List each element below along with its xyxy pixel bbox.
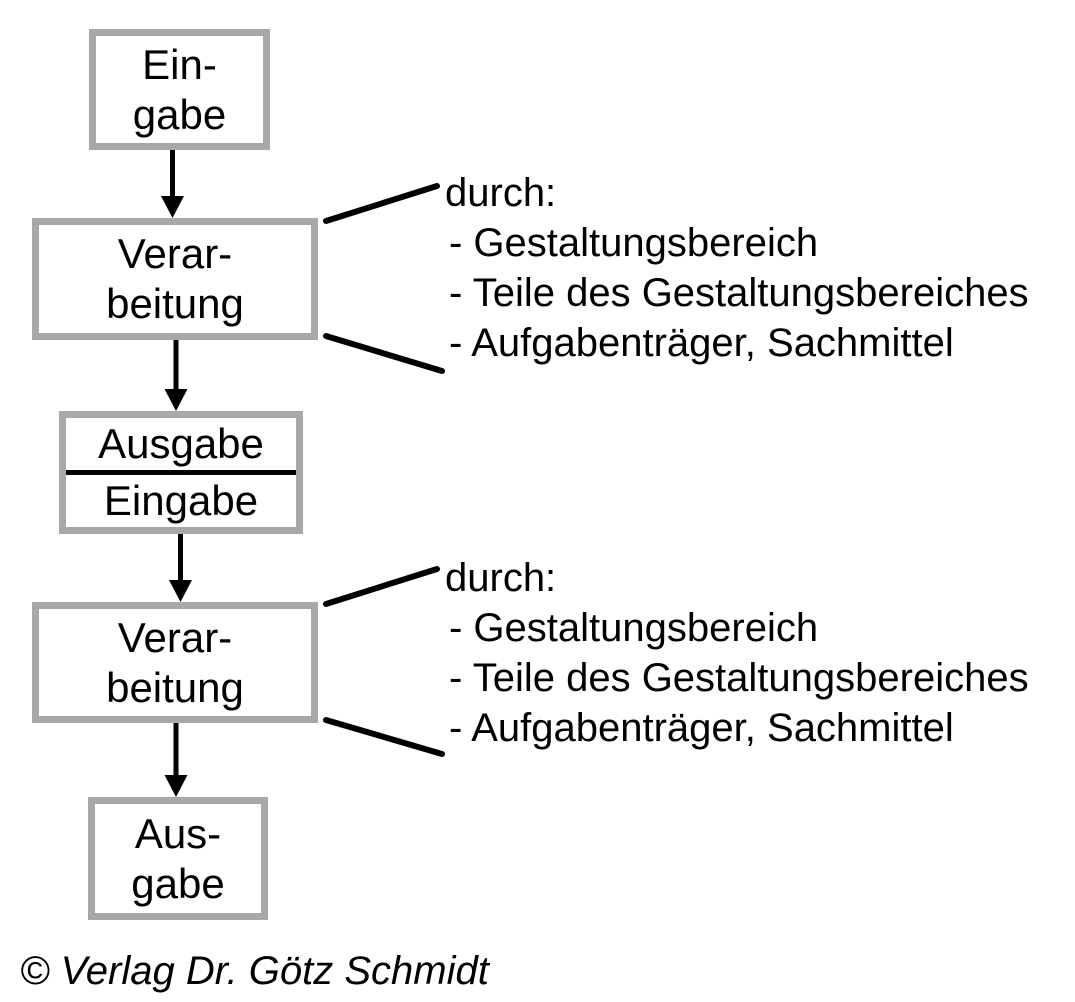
annotation-1-title: durch: bbox=[445, 171, 557, 215]
annotation-durch-2: durch: - Gestaltungsbereich - Teile des … bbox=[445, 553, 1029, 753]
arrow-down-4 bbox=[164, 723, 188, 797]
annotation-1-item: - Gestaltungsbereich bbox=[449, 221, 819, 265]
box-ausgabe-eingabe-top: Ausgabe bbox=[98, 420, 264, 467]
box-verarbeitung-2-label: Verar- beitung bbox=[106, 613, 244, 711]
copyright-text: © Verlag Dr. Götz Schmidt bbox=[20, 949, 489, 993]
annotation-1-item: - Teile des Gestaltungsbereiches bbox=[449, 271, 1029, 315]
box-ausgabe-eingabe-bottom: Eingabe bbox=[103, 477, 259, 524]
arrow-down-1 bbox=[161, 150, 184, 218]
connector-line-1-top bbox=[323, 183, 440, 224]
box-ausgabe: Aus- gabe bbox=[88, 797, 268, 920]
connector-line-2-top bbox=[323, 566, 440, 607]
annotation-2-title: durch: bbox=[445, 556, 557, 600]
connector-line-2-bottom bbox=[323, 717, 445, 757]
box-eingabe-label: Ein- gabe bbox=[132, 40, 227, 138]
arrow-down-3 bbox=[169, 534, 192, 602]
connector-line-1-bottom bbox=[323, 333, 445, 374]
arrow-down-2 bbox=[164, 340, 188, 411]
annotation-2-item: - Teile des Gestaltungsbereiches bbox=[449, 656, 1029, 700]
box-verarbeitung-1-label: Verar- beitung bbox=[106, 230, 244, 327]
box-ausgabe-eingabe: Ausgabe Eingabe bbox=[59, 411, 303, 534]
annotation-durch-1: durch: - Gestaltungsbereich - Teile des … bbox=[445, 168, 1029, 368]
box-eingabe: Ein- gabe bbox=[89, 29, 270, 150]
annotation-1-item: - Aufgabenträger, Sachmittel bbox=[449, 321, 954, 365]
annotation-2-item: - Aufgabenträger, Sachmittel bbox=[449, 706, 954, 750]
box-divider-line bbox=[66, 470, 296, 475]
annotation-2-item: - Gestaltungsbereich bbox=[449, 606, 819, 650]
box-verarbeitung-1: Verar- beitung bbox=[32, 218, 318, 340]
box-ausgabe-label: Aus- gabe bbox=[131, 809, 225, 907]
box-verarbeitung-2: Verar- beitung bbox=[32, 602, 318, 723]
